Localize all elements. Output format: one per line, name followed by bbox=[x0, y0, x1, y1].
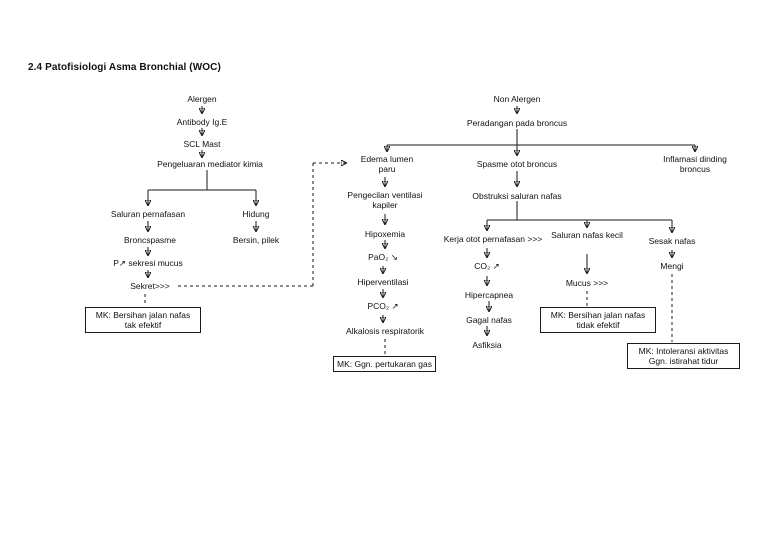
mk-box-pertukaran-gas: MK: Ggn. pertukaran gas bbox=[333, 356, 436, 372]
node-hipercapnea: Hipercapnea bbox=[464, 290, 514, 300]
node-sekret: Sekret>>> bbox=[130, 281, 170, 291]
node-obstruksi-saluran-nafas: Obstruksi saluran nafas bbox=[472, 191, 562, 201]
node-pao2-turun: PaO₂ ↘ bbox=[368, 252, 398, 262]
node-sekresi-mucus: P↗ sekresi mucus bbox=[113, 258, 183, 268]
node-pco2-naik: PCO₂ ↗ bbox=[367, 301, 399, 311]
node-saluran-pernafasan: Saluran pernafasan bbox=[110, 209, 186, 219]
node-mucus: Mucus >>> bbox=[565, 278, 609, 288]
node-hipoxemia: Hipoxemia bbox=[364, 229, 406, 239]
node-sesak-nafas: Sesak nafas bbox=[648, 236, 696, 246]
node-pengecilan-ventilasi: Pengecilan ventilasi kapiler bbox=[347, 190, 423, 210]
node-alergen: Alergen bbox=[187, 94, 217, 104]
node-pengeluaran-mediator: Pengeluaran mediator kimia bbox=[157, 159, 263, 169]
node-gagal-nafas: Gagal nafas bbox=[466, 315, 512, 325]
node-peradangan-broncus: Peradangan pada broncus bbox=[466, 118, 568, 128]
node-spasme-otot-broncus: Spasme otot broncus bbox=[476, 159, 558, 169]
node-asfiksia: Asfiksia bbox=[472, 340, 502, 350]
node-bersin-pilek: Bersin, pilek bbox=[232, 235, 280, 245]
node-kerja-otot-pernafasan: Kerja otot pernafasan >>> bbox=[443, 234, 543, 244]
node-inflamasi-dinding: Inflamasi dinding broncus bbox=[663, 154, 727, 174]
node-edema-lumen-paru: Edema lumen paru bbox=[360, 154, 414, 174]
node-mengi: Mengi bbox=[660, 261, 684, 271]
mk-box-bersihan-tidak-efektif: MK: Bersihan jalan nafas tidak efektif bbox=[540, 307, 656, 333]
node-non-alergen: Non Alergen bbox=[493, 94, 541, 104]
mk-box-bersihan-tak-efektif: MK: Bersihan jalan nafas tak efektif bbox=[85, 307, 201, 333]
node-hiperventilasi: Hiperventilasi bbox=[357, 277, 409, 287]
node-hidung: Hidung bbox=[242, 209, 270, 219]
page-title: 2.4 Patofisiologi Asma Bronchial (WOC) bbox=[28, 62, 221, 73]
mk-box-intoleransi-aktivitas: MK: Intoleransi aktivitas Ggn. istirahat… bbox=[627, 343, 740, 369]
node-broncspasme: Broncspasme bbox=[124, 235, 176, 245]
node-saluran-nafas-kecil: Saluran nafas kecil bbox=[551, 230, 623, 240]
node-scl-mast: SCL Mast bbox=[183, 139, 221, 149]
node-antibody-ige: Antibody Ig.E bbox=[176, 117, 228, 127]
node-co2-naik: CO₂ ↗ bbox=[474, 261, 500, 271]
node-alkalosis-respiratorik: Alkalosis respiratorik bbox=[346, 326, 424, 336]
